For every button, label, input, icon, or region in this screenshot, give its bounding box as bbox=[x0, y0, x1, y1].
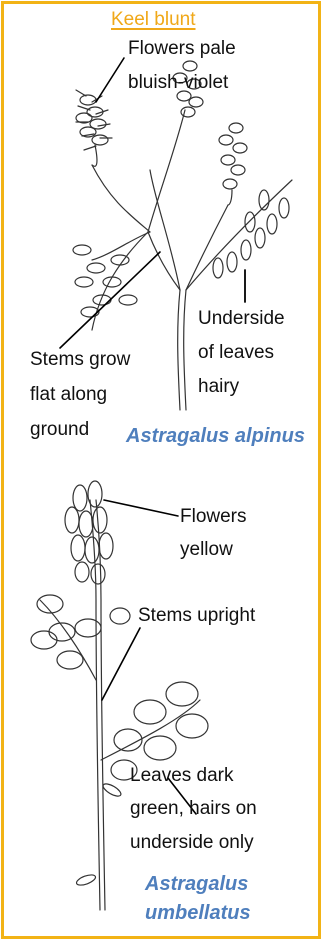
label-leaves-dark-2: green, hairs on bbox=[130, 797, 257, 821]
alpinus-leaves-right bbox=[186, 180, 292, 290]
label-flowers-pale-2: bluish-violet bbox=[128, 71, 228, 95]
label-underside-hairy-1: Underside bbox=[198, 307, 285, 331]
label-underside-hairy-3: hairy bbox=[198, 375, 239, 399]
label-stems-flat-2: flat along bbox=[30, 383, 107, 407]
label-stems-flat-3: ground bbox=[30, 418, 89, 442]
label-flowers-yellow-1: Flowers bbox=[180, 505, 247, 529]
label-flowers-pale-1: Flowers pale bbox=[128, 37, 236, 61]
label-leaves-dark-3: underside only bbox=[130, 831, 254, 855]
umbellatus-leaf-upper bbox=[31, 595, 130, 680]
header-label: Keel blunt bbox=[111, 8, 196, 32]
umbellatus-flower bbox=[65, 481, 113, 584]
label-stems-flat-1: Stems grow bbox=[30, 348, 130, 372]
label-stems-upright: Stems upright bbox=[138, 604, 255, 628]
label-underside-hairy-2: of leaves bbox=[198, 341, 274, 365]
species-name-umbellatus-2: umbellatus bbox=[145, 901, 251, 925]
label-leaves-dark-1: Leaves dark bbox=[130, 764, 234, 788]
species-name-umbellatus-1: Astragalus bbox=[145, 872, 248, 896]
alpinus-flower-right bbox=[219, 123, 247, 205]
label-flowers-yellow-2: yellow bbox=[180, 538, 233, 562]
species-name-alpinus: Astragalus alpinus bbox=[126, 424, 305, 448]
alpinus-flower-left bbox=[76, 90, 112, 166]
alpinus-leaves-left bbox=[73, 232, 148, 330]
